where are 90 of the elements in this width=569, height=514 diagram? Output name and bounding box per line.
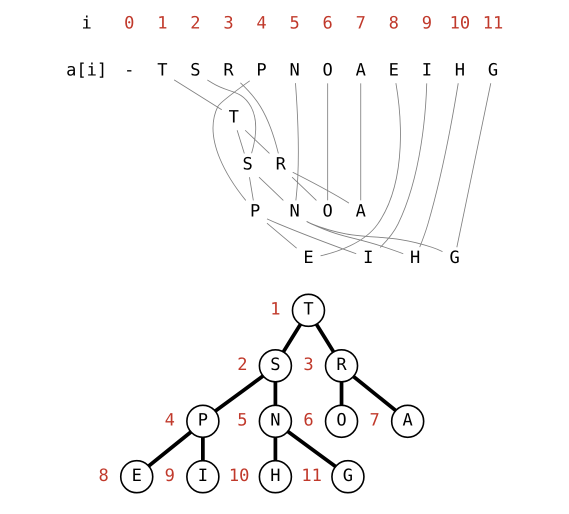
connector [314,323,334,353]
connector [173,79,222,110]
label: 2 [190,14,200,34]
node-label: 2 [236,354,247,375]
node-text: G [487,60,498,80]
label: a[i] [66,60,107,80]
connector [418,82,458,248]
node-text: E [388,60,398,80]
node-circle: S [258,349,292,383]
node-text: T [228,107,238,128]
connector [212,80,250,201]
connector [236,130,244,154]
node-circle: R [324,349,358,383]
connector [147,430,192,468]
node-label: 7 [368,410,380,430]
connector [200,437,204,461]
connector [273,382,277,406]
node-text: N [288,60,300,80]
node-text: S [190,60,200,80]
node-text: H [454,60,465,80]
connector [291,176,316,201]
node-label: 8 [98,466,108,486]
node-circle: T [291,294,325,328]
connector [379,82,427,248]
connector [273,437,277,461]
node-text: T [156,60,167,80]
connector [339,382,343,406]
node-label: 11 [300,466,322,486]
node-text: P [256,60,266,80]
node-label: 9 [164,466,174,486]
connector [214,374,264,413]
connector [352,375,396,412]
node-text: O [322,60,332,80]
connector [456,82,491,248]
connector [326,82,328,201]
label: 8 [388,14,398,34]
node-label: 3 [302,354,314,375]
label: - [124,60,134,80]
node-text: O [322,201,332,222]
label: 4 [256,14,266,34]
node-text: E [302,248,314,268]
node-label: 6 [302,410,314,430]
label: 11 [482,14,503,34]
label: 6 [322,14,332,34]
node-circle: E [119,460,154,494]
connector [258,176,284,201]
connector [306,221,442,252]
connector [240,82,278,154]
label: 10 [449,14,470,34]
node-text: S [242,154,252,174]
connector [244,130,270,154]
connector [206,80,256,154]
node-text: G [448,248,460,268]
node-label: 1 [270,299,280,320]
connector [281,323,302,353]
connector [266,218,356,254]
node-text: R [275,154,286,174]
node-circle: A [390,404,424,438]
label: 3 [222,14,234,34]
node-text: P [250,201,260,222]
node-circle: P [186,404,220,438]
node-circle: I [186,460,220,494]
connector [292,172,349,204]
connector [286,430,336,468]
node-circle: G [330,460,364,494]
connector [306,220,404,254]
label: 9 [421,14,432,34]
connector [360,82,361,201]
node-label: 10 [228,466,249,486]
label: 5 [288,14,300,34]
node-text: H [410,248,420,268]
node-circle: N [258,404,292,438]
node-text: A [355,201,366,222]
connector [266,222,297,249]
node-label: 5 [236,410,247,430]
label: 1 [156,14,167,34]
label: 7 [355,14,366,34]
node-text: N [288,201,300,222]
node-circle: O [324,404,358,438]
connector [294,82,298,201]
node-label: 4 [164,410,174,430]
node-text: I [362,248,373,268]
label: 0 [124,14,134,34]
connector [248,176,254,201]
connector [320,82,400,256]
node-text: R [222,60,234,80]
node-circle: H [258,460,292,494]
node-text: I [421,60,432,80]
node-text: A [355,60,366,80]
label: i [80,14,92,34]
